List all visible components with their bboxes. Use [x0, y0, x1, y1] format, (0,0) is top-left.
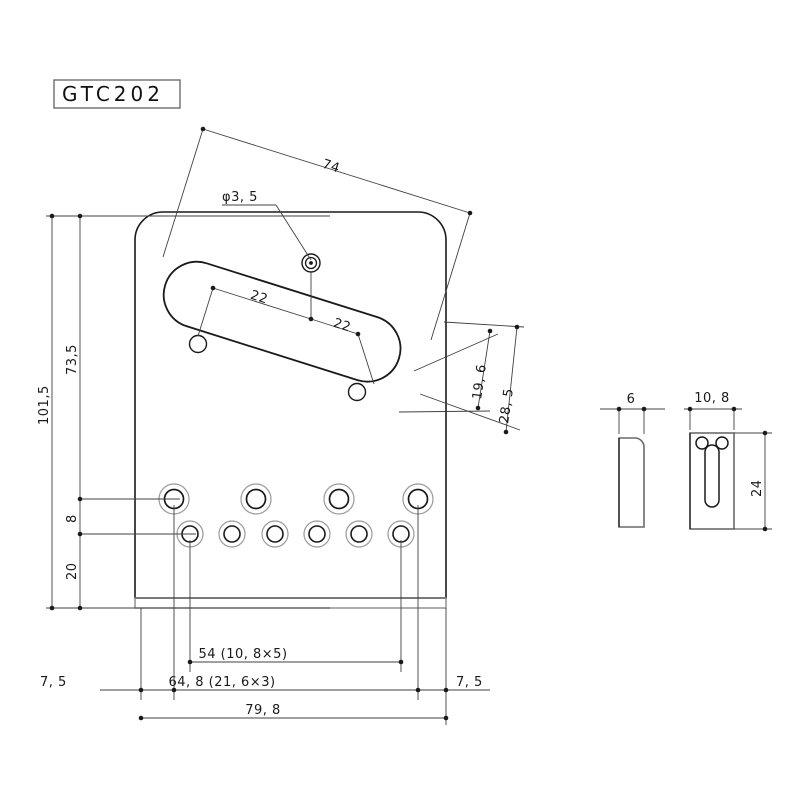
dim-pickup-length-label: 74: [320, 157, 341, 177]
leader-line-diameter: [275, 204, 312, 261]
side-view-dimension: [600, 408, 665, 434]
pickup-dimension-dots: [200, 126, 520, 435]
left-dimension-dots: [49, 213, 83, 611]
dim-line-pickup-length: [202, 128, 471, 214]
dim-line-span-right-a: [310, 318, 359, 335]
mounting-hole-row: [158, 483, 434, 515]
dim-overall-height-label: 101,5: [37, 385, 52, 425]
saddle-dimension-dots: [687, 406, 768, 532]
side-view-outline: [618, 437, 645, 528]
ext-offset-bottom-outer: [419, 393, 521, 431]
dim-edge-margin-left-label: 7, 5: [40, 675, 67, 690]
dim-lower-height-label: 20: [65, 562, 80, 580]
ext-offset-bottom-inner: [398, 410, 491, 413]
plate-flange-band: [134, 597, 447, 609]
ext-offset-top-outer: [443, 321, 525, 328]
mounting-hole: [240, 483, 272, 515]
title-box-frame: [53, 79, 181, 109]
string-hole: [303, 520, 331, 548]
pickup-obround-outline: [162, 260, 402, 383]
dim-pickup-hole-dia-label: φ3, 5: [222, 190, 258, 205]
dim-line-offset-outer: [505, 326, 518, 433]
ext-span-right-leg: [357, 333, 375, 385]
dim-saddle-height-label: 24: [750, 479, 765, 497]
dim-line-offset-inner: [477, 330, 491, 409]
dim-saddle-span-label: 54 (10, 8×5): [198, 647, 287, 662]
title-block: GTC202: [53, 79, 181, 109]
dim-span-left-label: 22: [248, 288, 269, 308]
part-number-label: GTC202: [62, 82, 164, 106]
string-hole: [218, 520, 246, 548]
side-view: [618, 437, 645, 528]
mounting-hole: [323, 483, 355, 515]
ext-pickup-length-left: [162, 128, 204, 258]
saddle-screw-hole-left: [695, 436, 709, 450]
ext-pickup-length-right: [430, 212, 471, 341]
front-view-plate: [134, 211, 447, 609]
string-hole-row: [176, 520, 415, 548]
dim-side-thickness-label: 6: [627, 392, 636, 407]
dim-mount-span-label: 64, 8 (21, 6×3): [168, 675, 275, 690]
string-hole: [345, 520, 373, 548]
ext-offset-top-inner: [413, 333, 499, 372]
dim-saddle-width-label: 10, 8: [694, 391, 730, 406]
center-datum-hole: [301, 253, 321, 273]
plate-outline: [134, 211, 447, 599]
dim-row-gap-label: 8: [65, 514, 80, 523]
dim-overall-width-label: 79, 8: [245, 703, 281, 718]
dim-upper-height-label: 73,5: [65, 344, 80, 375]
pickup-screw-hole-right: [347, 382, 367, 402]
dim-offset-inner-label: 19, 6: [470, 363, 490, 400]
saddle-screw-hole-right: [715, 436, 729, 450]
ext-span-left-leg: [197, 287, 214, 337]
saddle-detail-view: [689, 432, 735, 530]
string-hole: [261, 520, 289, 548]
bottom-dimension-group: [100, 505, 490, 725]
side-view-dimension-dots: [616, 406, 647, 412]
dim-edge-margin-right-label: 7, 5: [456, 675, 483, 690]
dim-span-right-label: 22: [331, 316, 352, 336]
dim-line-span-left: [212, 287, 312, 320]
saddle-slot: [704, 444, 720, 508]
pickup-screw-hole-left: [188, 334, 208, 354]
datum-hole-center-dot: [309, 261, 313, 265]
bottom-dimension-dots: [138, 659, 449, 721]
pickup-cutout: [162, 260, 402, 383]
pickup-dimension-group: [162, 128, 525, 433]
dim-offset-outer-label: 28, 5: [497, 387, 517, 424]
